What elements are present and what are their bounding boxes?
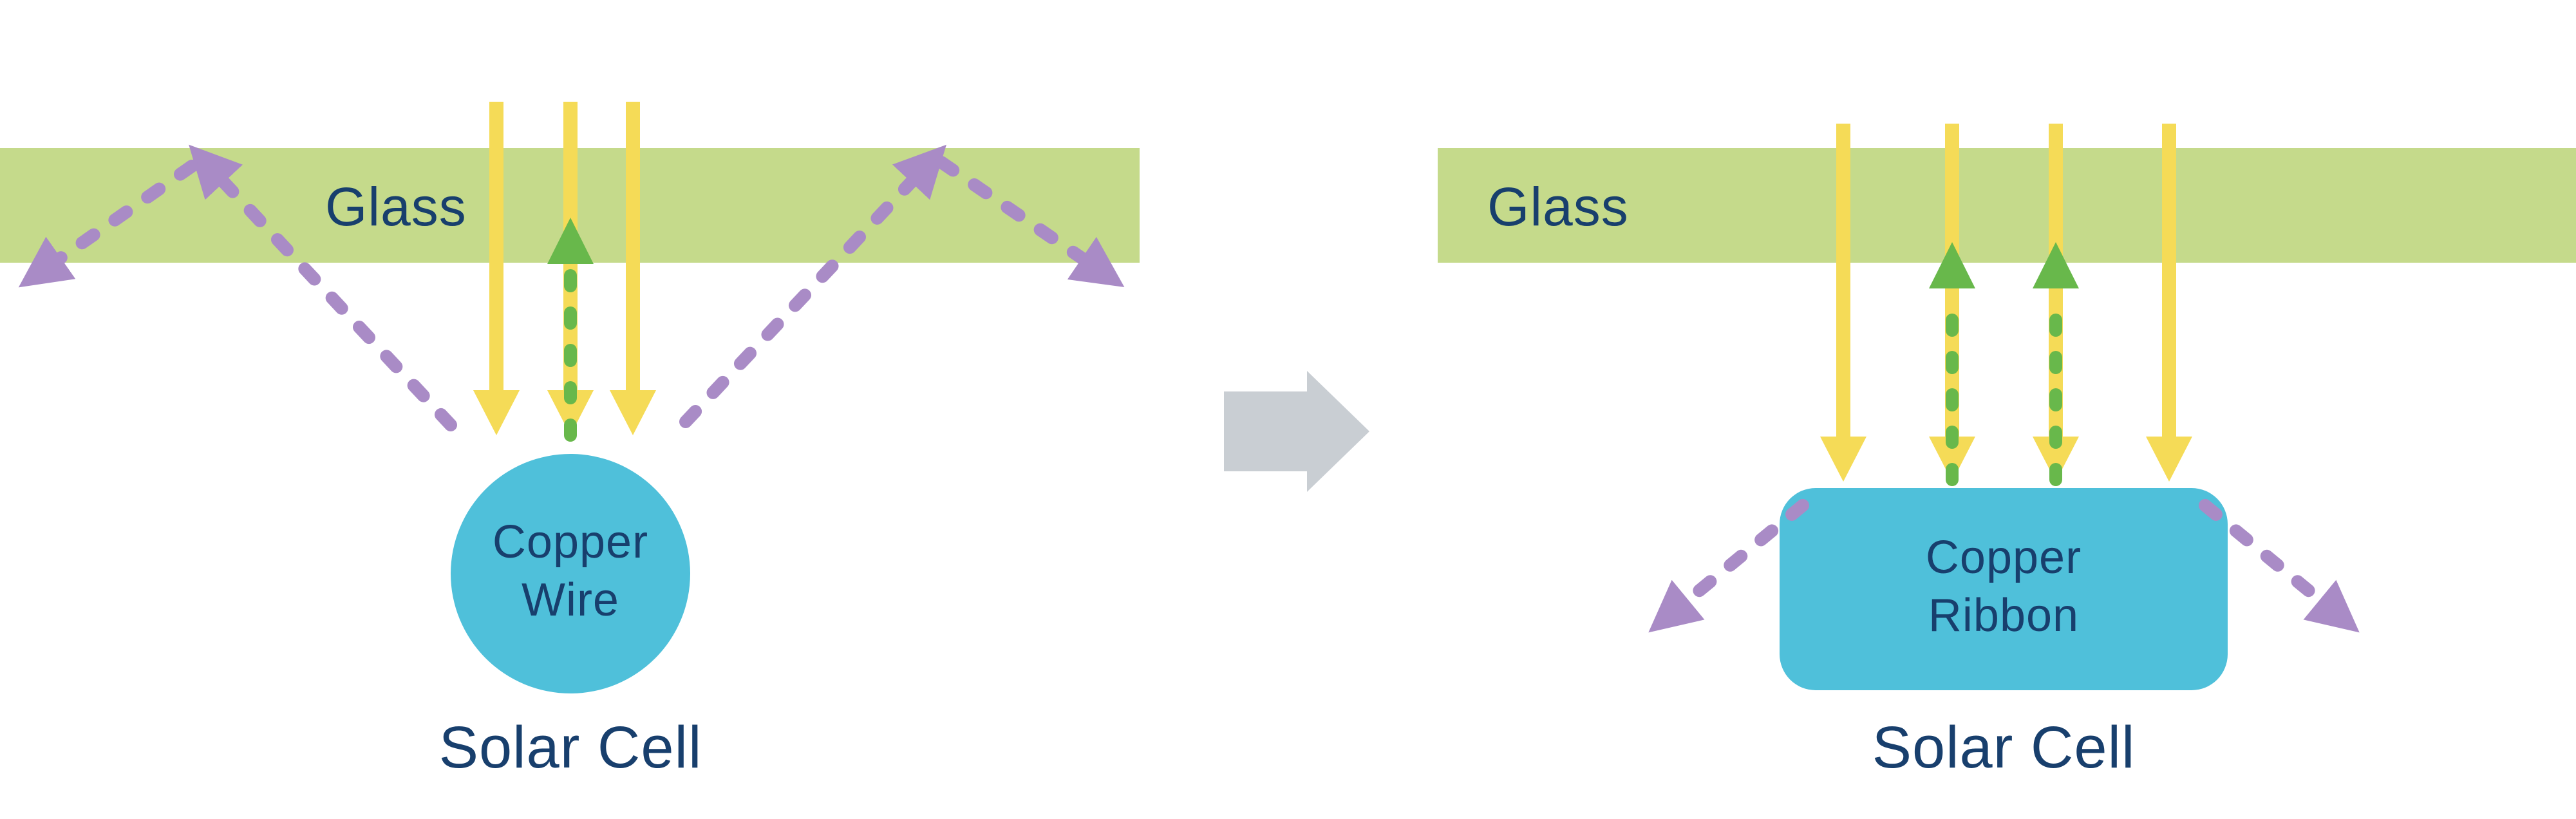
scattered-light-ray (2199, 499, 2360, 633)
reflected-light-arrow (1929, 242, 1975, 486)
incident-light-arrow (473, 102, 520, 435)
copper-wire-label: Wire (522, 574, 619, 626)
scattered-light-ray (189, 144, 457, 431)
incident-light-arrow (610, 102, 656, 435)
scattered-light-ray (679, 144, 946, 428)
copper-ribbon-shape (1780, 488, 2228, 690)
scattered-light-ray (1648, 499, 1809, 633)
right-panel: Glass Copper Ribbon Solar Cell (1438, 124, 2576, 780)
reflected-light-arrow (547, 218, 594, 442)
copper-wire-label: Copper (493, 516, 648, 568)
solar-cell-label: Solar Cell (439, 715, 702, 780)
glass-label: Glass (1487, 176, 1629, 237)
incident-light-arrow (2146, 124, 2192, 482)
scattered-light-ray (935, 156, 1125, 288)
scattered-light-ray (18, 160, 198, 288)
reflected-light-arrow (2033, 242, 2079, 486)
transition-arrow-icon (1224, 371, 1369, 492)
incident-light-arrow (1820, 124, 1866, 482)
copper-ribbon-label: Ribbon (1928, 590, 2079, 641)
glass-label: Glass (325, 176, 467, 237)
copper-wire-shape (451, 454, 690, 693)
glass-layer (1438, 148, 2576, 263)
left-panel: Glass Copper Wire Solar Cell (0, 102, 1140, 780)
copper-ribbon-label: Copper (1926, 532, 2082, 583)
solar-cell-label: Solar Cell (1872, 715, 2136, 780)
